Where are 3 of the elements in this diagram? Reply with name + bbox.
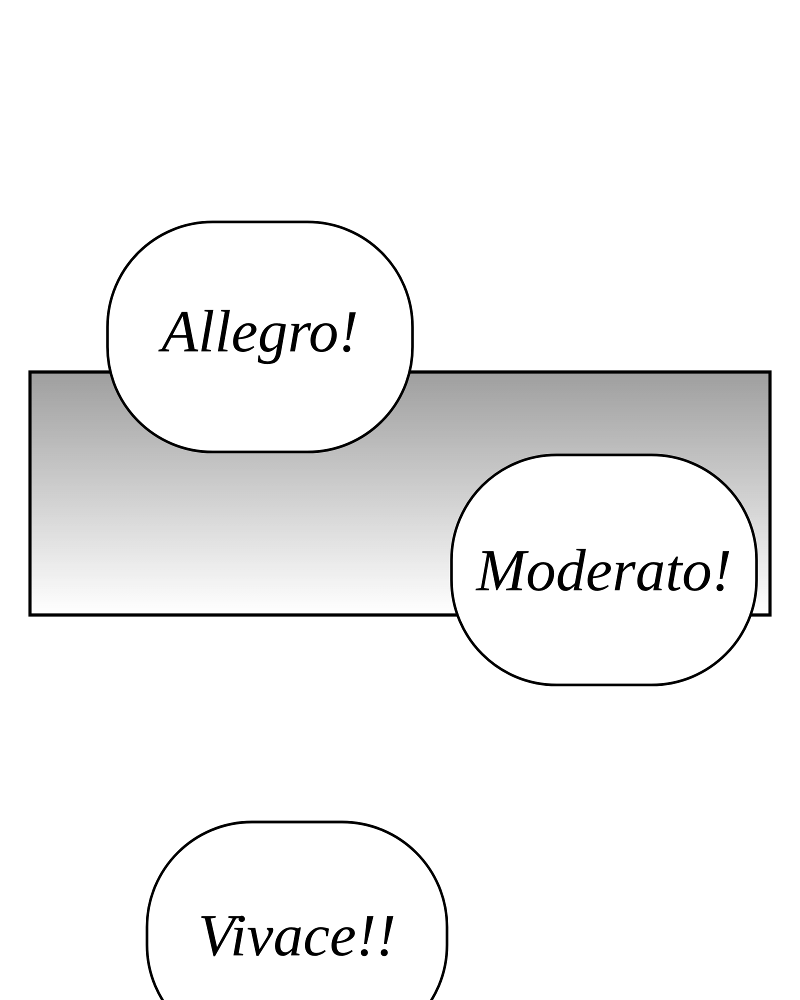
speech-bubble: Allegro! xyxy=(106,220,414,454)
speech-bubble: Moderato! xyxy=(450,454,758,686)
speech-bubble: Vivace!! xyxy=(146,820,448,1000)
